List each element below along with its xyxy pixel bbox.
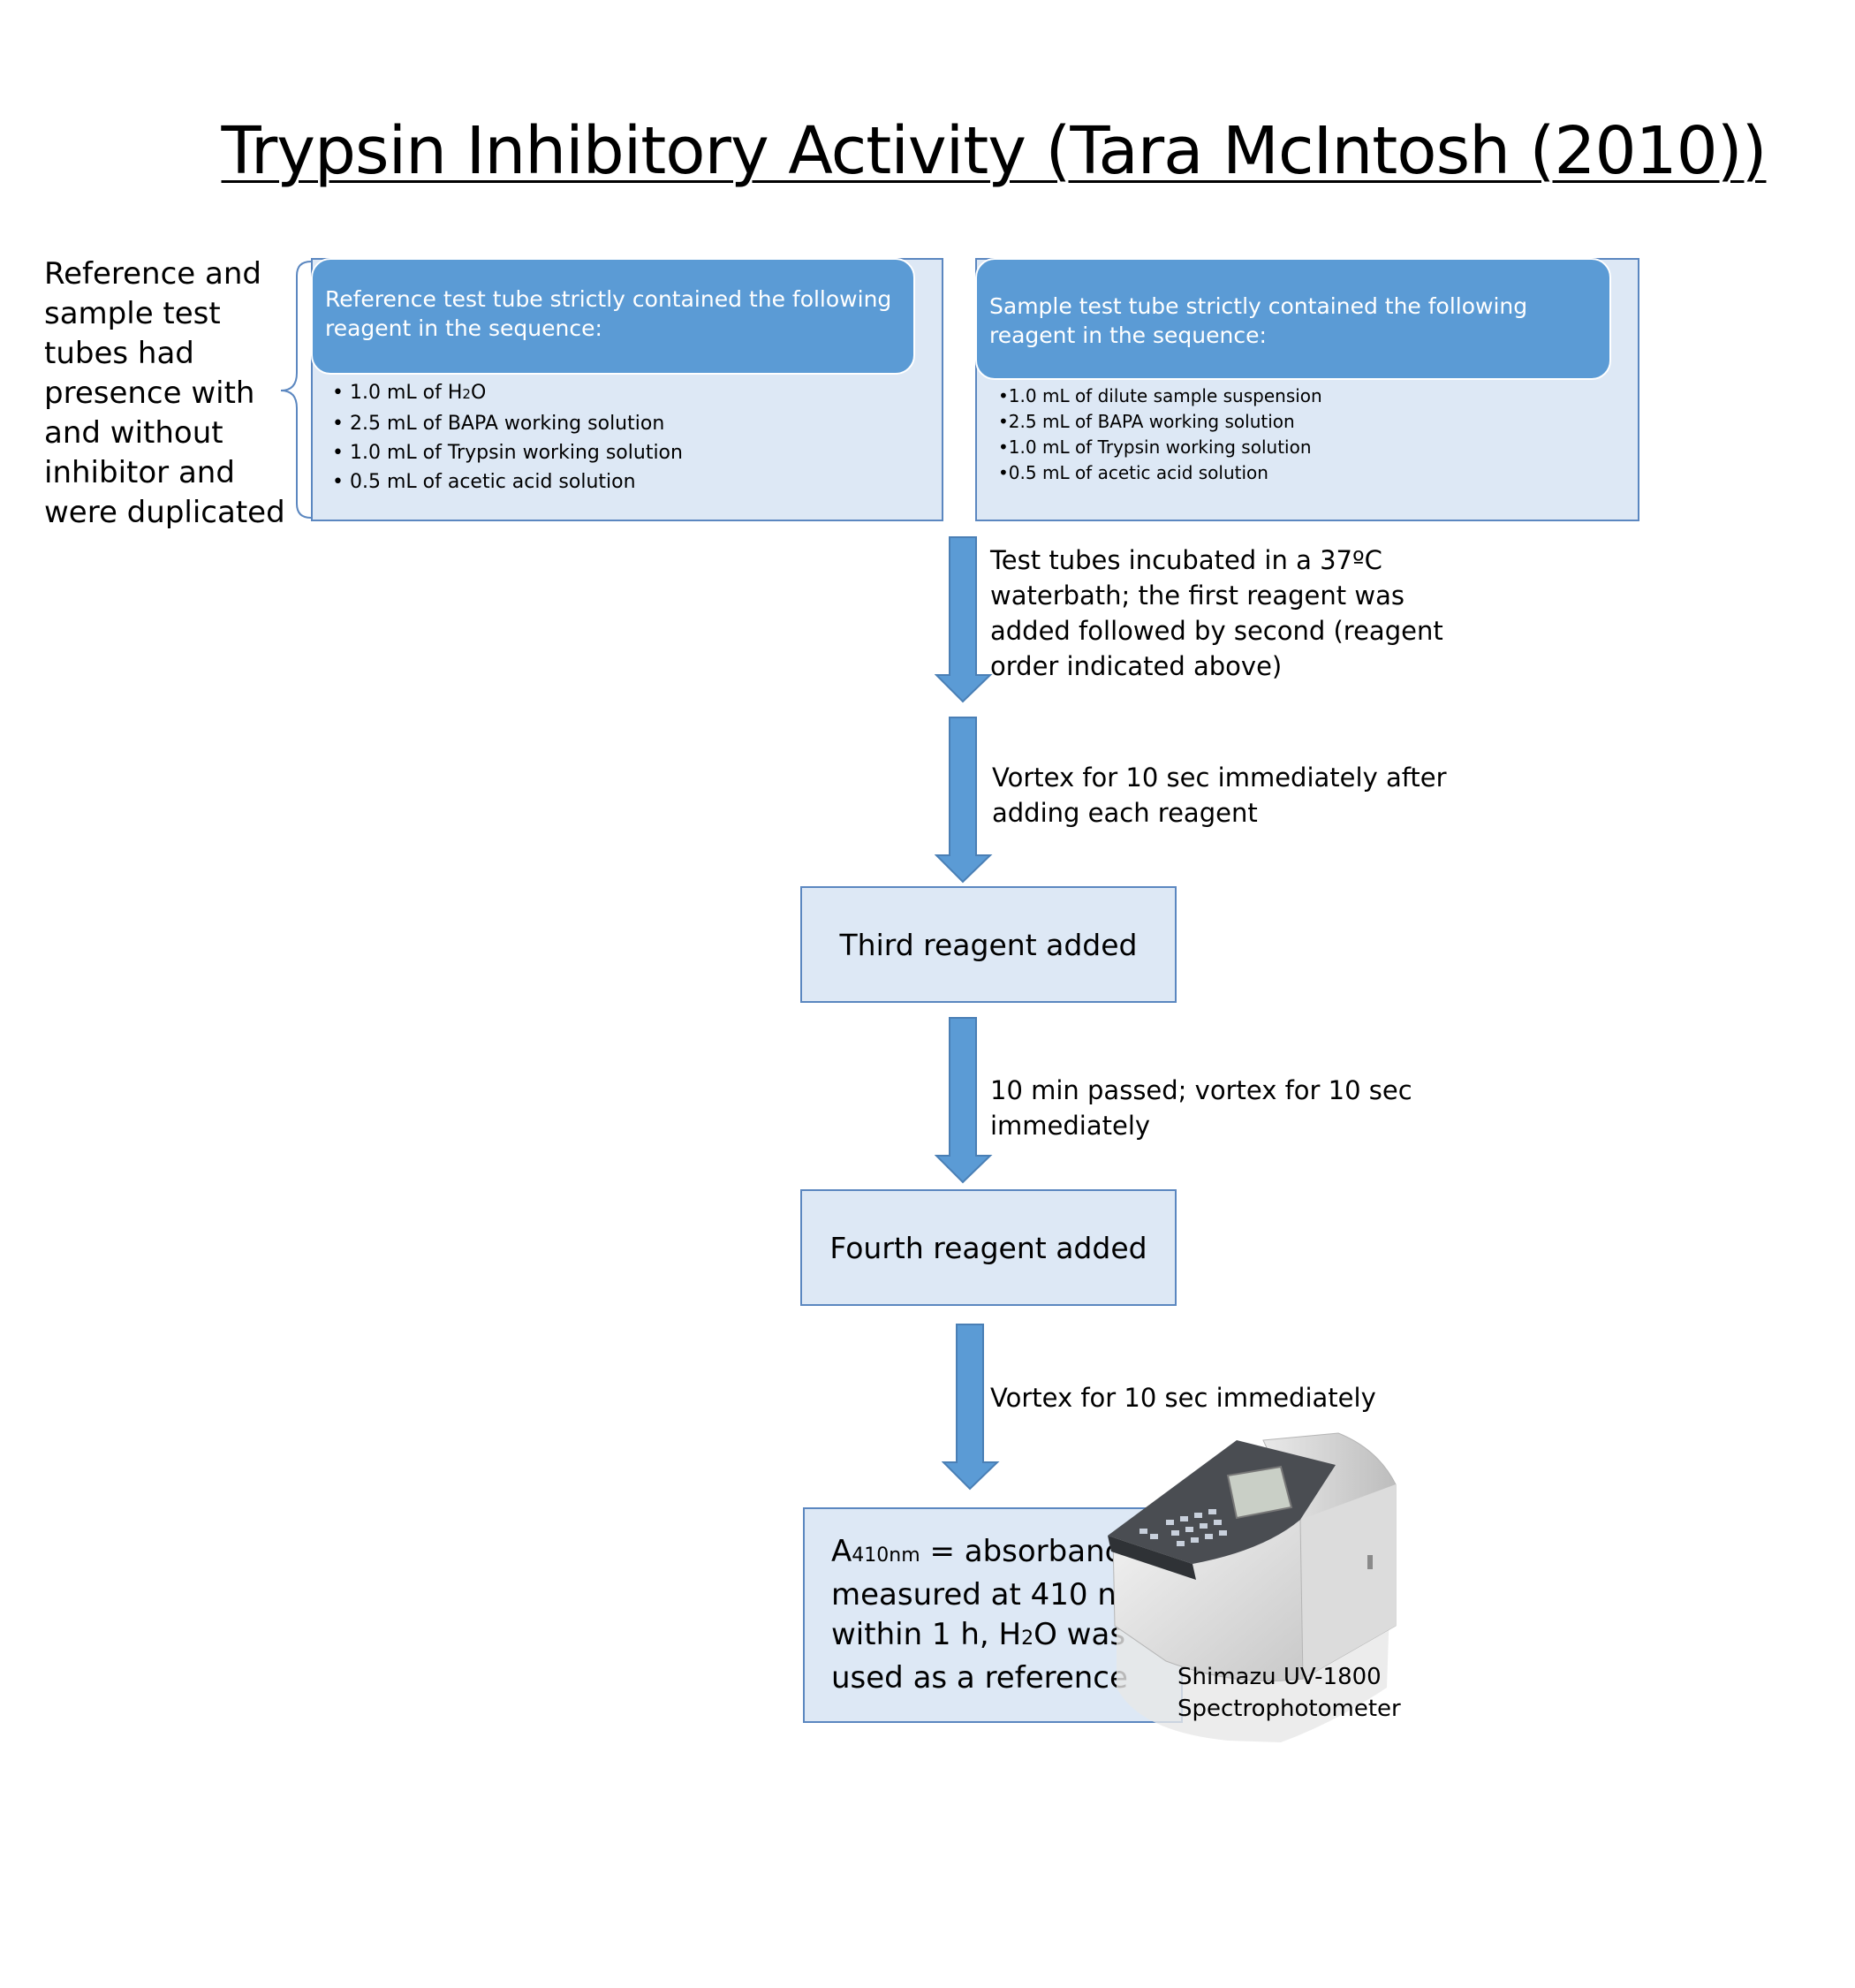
spectrophotometer-icon [1108,1432,1397,1742]
third-reagent-box: Third reagent added [800,886,1177,1003]
page-title: Trypsin Inhibitory Activity (Tara McInto… [221,113,1768,189]
device-caption: Shimazu UV-1800 Spectrophotometer [1177,1664,1401,1722]
down-arrow-icon [935,536,993,703]
reference-header: Reference test tube strictly contained t… [311,258,915,375]
down-arrow-icon [935,717,993,884]
list-item: • 2.5 mL of BAPA working solution [332,413,665,435]
curly-brace [280,261,312,519]
list-item: •0.5 mL of acetic acid solution [998,462,1268,483]
reference-panel: Reference test tube strictly contained t… [311,258,943,521]
ten-min-label: 10 min passed; vortex for 10 sec immedia… [990,1075,1412,1141]
list-item: •1.0 mL of dilute sample suspension [998,385,1322,406]
list-item: •2.5 mL of BAPA working solution [998,411,1295,432]
reference-list: • 1.0 mL of H2O • 2.5 mL of BAPA working… [332,378,683,497]
vortex-final-label: Vortex for 10 sec immediately [990,1383,1376,1413]
list-item: • 1.0 mL of H2O [332,382,487,404]
sample-header: Sample test tube strictly contained the … [975,258,1611,380]
down-arrow-icon [935,1017,993,1184]
list-item: • 1.0 mL of Trypsin working solution [332,442,683,464]
down-arrow-icon [942,1324,1000,1491]
side-note: Reference and sample test tubes had pres… [44,256,285,530]
list-item: • 0.5 mL of acetic acid solution [332,471,636,493]
list-item: •1.0 mL of Trypsin working solution [998,436,1312,458]
incubate-label: Test tubes incubated in a 37ºC waterbath… [990,545,1443,681]
sample-panel: Sample test tube strictly contained the … [975,258,1639,521]
fourth-reagent-box: Fourth reagent added [800,1189,1177,1306]
vortex-each-label: Vortex for 10 sec immediately after addi… [992,763,1447,828]
sample-list: •1.0 mL of dilute sample suspension •2.5… [998,383,1322,486]
result-text: A410nm = absorbance measured at 410 nm w… [831,1534,1147,1696]
